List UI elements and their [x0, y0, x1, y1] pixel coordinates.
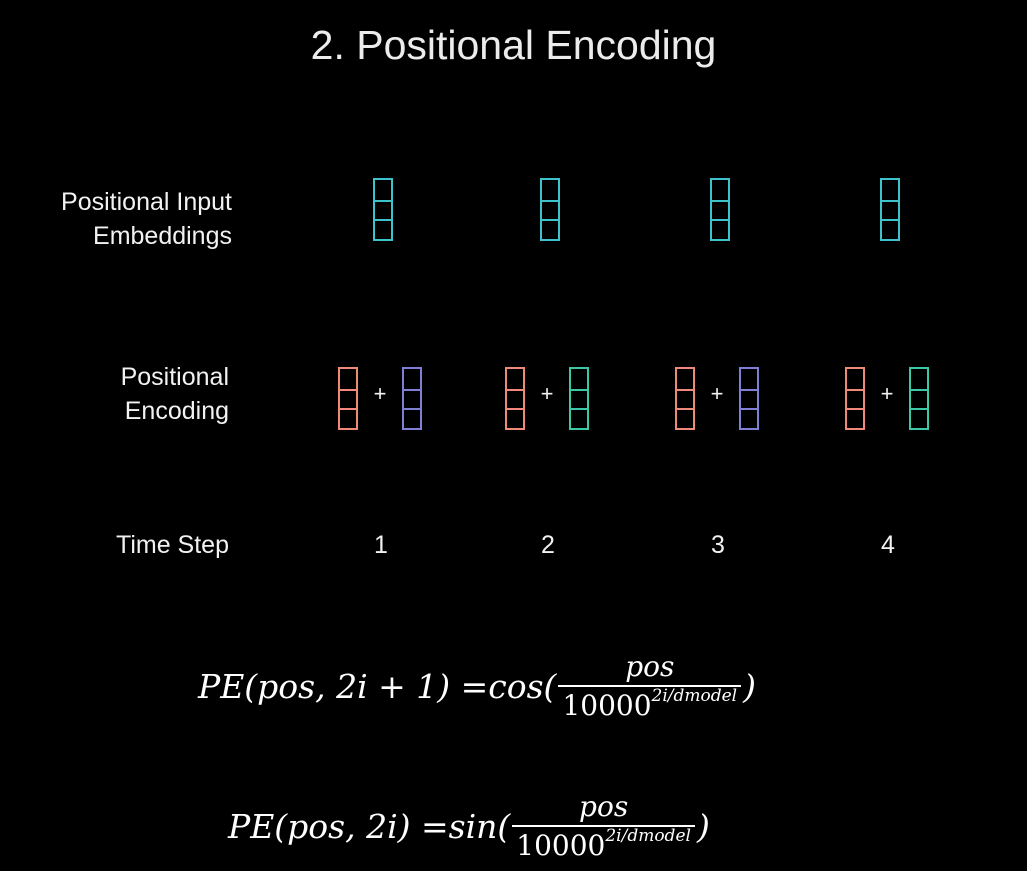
- position-vector-3: [675, 367, 695, 430]
- vector-cell: [882, 219, 898, 239]
- sin-formula-denominator: 100002i/dmodel: [512, 825, 695, 862]
- time-step-number-3: 3: [711, 531, 725, 559]
- vector-cell: [712, 219, 728, 239]
- vector-cell: [847, 388, 863, 409]
- cos-formula: PE(pos, 2i + 1) = cos( pos 100002i/dmode…: [198, 650, 756, 722]
- vector-cell: [741, 408, 757, 428]
- vector-cell: [677, 408, 693, 428]
- vector-cell: [712, 199, 728, 220]
- slide-title: 2. Positional Encoding: [310, 22, 717, 68]
- cos-formula-denominator: 100002i/dmodel: [558, 685, 742, 722]
- plus-sign-3: +: [710, 381, 724, 406]
- encoding-vector-3: [739, 367, 759, 430]
- cos-formula-base: 10000: [562, 689, 652, 722]
- vector-cell: [677, 369, 693, 389]
- vector-cell: [542, 219, 558, 239]
- vector-cell: [571, 388, 587, 409]
- input-embeddings-label: Positional Input Embeddings: [20, 185, 232, 253]
- vector-cell: [847, 369, 863, 389]
- time-step-number-1: 1: [374, 531, 388, 559]
- vector-cell: [542, 199, 558, 220]
- positional-encoding-label-line-1: Positional: [120, 363, 229, 391]
- sin-formula-function: sin(: [448, 806, 511, 846]
- positional-encoding-label: Positional Encoding: [20, 360, 229, 428]
- vector-cell: [677, 388, 693, 409]
- vector-cell: [507, 388, 523, 409]
- input-embedding-vector-1: [373, 178, 393, 241]
- input-embedding-vector-4: [880, 178, 900, 241]
- vector-cell: [404, 369, 420, 389]
- vector-cell: [712, 180, 728, 200]
- time-step-label: Time Step: [115, 531, 229, 559]
- sin-formula-lhs: PE(pos, 2i) =: [228, 806, 449, 846]
- vector-cell: [911, 408, 927, 428]
- vector-cell: [340, 369, 356, 389]
- vector-cell: [404, 408, 420, 428]
- time-step-number-2: 2: [541, 531, 555, 559]
- sin-formula: PE(pos, 2i) = sin( pos 100002i/dmodel ): [228, 790, 710, 862]
- position-vector-2: [505, 367, 525, 430]
- vector-cell: [375, 199, 391, 220]
- input-embedding-vector-2: [540, 178, 560, 241]
- vector-cell: [375, 219, 391, 239]
- vector-cell: [741, 388, 757, 409]
- input-embeddings-label-line-2: Embeddings: [93, 222, 232, 250]
- plus-sign-4: +: [880, 381, 894, 406]
- sin-formula-numerator: pos: [579, 790, 629, 823]
- vector-cell: [571, 408, 587, 428]
- cos-formula-numerator: pos: [625, 650, 675, 683]
- sin-formula-fraction: pos 100002i/dmodel: [512, 790, 695, 862]
- cos-formula-lhs: PE(pos, 2i + 1) =: [198, 666, 489, 706]
- sin-formula-base: 10000: [516, 829, 606, 862]
- cos-formula-fraction: pos 100002i/dmodel: [558, 650, 742, 722]
- vector-cell: [882, 180, 898, 200]
- vector-cell: [340, 408, 356, 428]
- position-vector-4: [845, 367, 865, 430]
- sin-formula-exponent: 2i/dmodel: [605, 825, 691, 846]
- plus-sign-1: +: [373, 381, 387, 406]
- vector-cell: [507, 408, 523, 428]
- vector-cell: [340, 388, 356, 409]
- vector-cell: [542, 180, 558, 200]
- vector-cell: [911, 388, 927, 409]
- vector-cell: [375, 180, 391, 200]
- plus-sign-2: +: [540, 381, 554, 406]
- sin-formula-close: ): [696, 806, 710, 846]
- cos-formula-exponent: 2i/dmodel: [651, 685, 738, 706]
- position-vector-1: [338, 367, 358, 430]
- vector-cell: [507, 369, 523, 389]
- vector-cell: [741, 369, 757, 389]
- cos-formula-close: ): [743, 666, 756, 706]
- input-embeddings-label-line-1: Positional Input: [61, 188, 232, 216]
- positional-encoding-label-line-2: Encoding: [124, 397, 229, 425]
- cos-formula-function: cos(: [488, 666, 557, 706]
- input-embedding-vector-3: [710, 178, 730, 241]
- encoding-vector-2: [569, 367, 589, 430]
- vector-cell: [911, 369, 927, 389]
- vector-cell: [404, 388, 420, 409]
- vector-cell: [847, 408, 863, 428]
- time-step-number-4: 4: [881, 531, 895, 559]
- encoding-vector-1: [402, 367, 422, 430]
- vector-cell: [571, 369, 587, 389]
- vector-cell: [882, 199, 898, 220]
- encoding-vector-4: [909, 367, 929, 430]
